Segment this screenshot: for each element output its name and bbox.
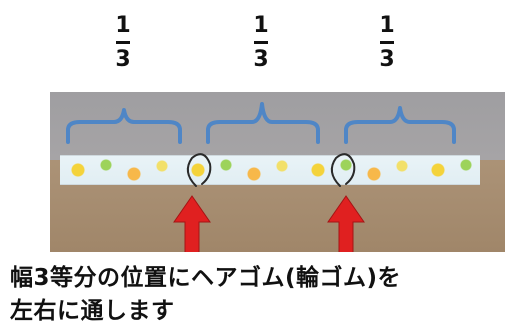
fraction-denominator: 3 xyxy=(253,47,269,72)
fraction-numerator: 1 xyxy=(379,13,395,38)
loop-arrow-icon xyxy=(186,153,212,187)
up-arrow-icon xyxy=(173,195,211,255)
caption-line-2: 左右に通します xyxy=(10,298,175,324)
caption: 幅3等分の位置にヘアゴム(輪ゴム)を 左右に通します xyxy=(0,252,505,329)
fraction-bar xyxy=(254,41,268,44)
fraction-label-2: 1 3 xyxy=(244,14,278,72)
fraction-numerator: 1 xyxy=(115,13,131,38)
photo-wall xyxy=(50,92,505,160)
fraction-bar xyxy=(380,41,394,44)
fabric-band xyxy=(60,155,480,185)
fraction-numerator: 1 xyxy=(253,13,269,38)
fraction-label-1: 1 3 xyxy=(106,14,140,72)
fraction-denominator: 3 xyxy=(379,47,395,72)
fraction-denominator: 3 xyxy=(115,47,131,72)
caption-line-1: 幅3等分の位置にヘアゴム(輪ゴム)を xyxy=(10,265,402,291)
curly-brace-icon xyxy=(344,106,456,144)
loop-arrow-icon xyxy=(330,153,356,187)
fraction-label-3: 1 3 xyxy=(370,14,404,72)
up-arrow-icon xyxy=(327,195,365,255)
curly-brace-icon xyxy=(206,102,320,144)
fraction-bar xyxy=(116,41,130,44)
curly-brace-icon xyxy=(66,108,182,144)
